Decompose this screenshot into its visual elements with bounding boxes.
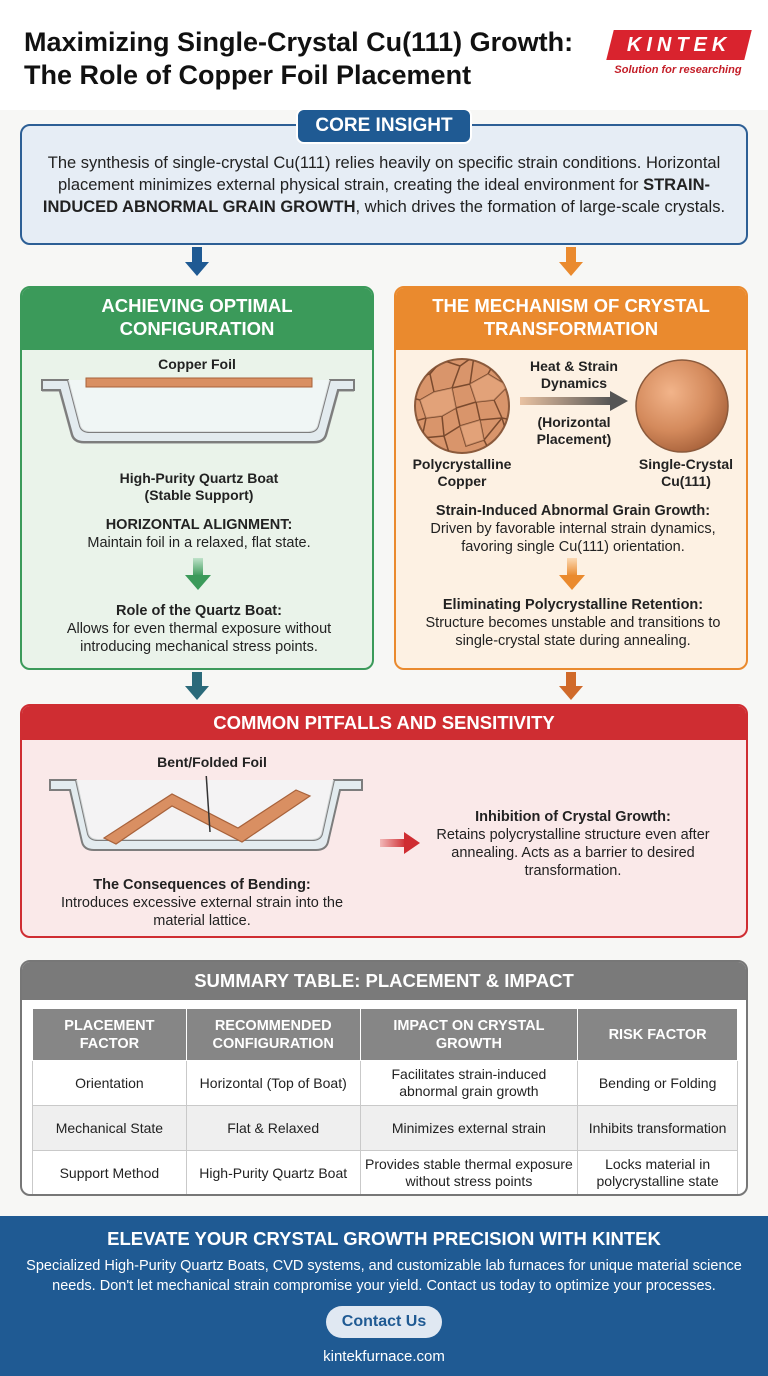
- table-row: Orientation Horizontal (Top of Boat) Fac…: [32, 1060, 738, 1106]
- consequences-of-bending-head: The Consequences of Bending:: [93, 877, 311, 893]
- abnormal-grain-growth-note: Strain-Induced Abnormal Grain Growth: Dr…: [410, 502, 736, 556]
- core-text-after: , which drives the formation of large-sc…: [355, 198, 726, 216]
- polycrystalline-copper-icon: [414, 358, 510, 454]
- col-header-risk-factor: RISK FACTOR: [577, 1008, 738, 1061]
- table-cell: Support Method: [32, 1150, 187, 1194]
- quartz-boat-label: High-Purity Quartz Boat (Stable Support): [84, 470, 314, 504]
- core-insight-text: The synthesis of single-crystal Cu(111) …: [40, 152, 728, 218]
- common-pitfalls-panel: COMMON PITFALLS AND SENSITIVITY Bent/Fol…: [20, 704, 748, 938]
- summary-table-panel: SUMMARY TABLE: PLACEMENT & IMPACT PLACEM…: [20, 960, 748, 1196]
- common-pitfalls-title: COMMON PITFALLS AND SENSITIVITY: [22, 706, 746, 740]
- polycrystalline-copper-label: Polycrystalline Copper: [412, 456, 512, 489]
- abnormal-grain-growth-head: Strain-Induced Abnormal Grain Growth:: [435, 503, 711, 519]
- folded-copper-foil: [102, 789, 312, 845]
- arrow-core-to-mechanism-shaft: [566, 247, 576, 263]
- horizontal-placement-label: (Horizontal Placement): [536, 414, 612, 447]
- bent-foil-label: Bent/Folded Foil: [157, 754, 267, 770]
- flat-foil-quartz-boat-icon: [41, 377, 355, 444]
- page-title: Maximizing Single-Crystal Cu(111) Growth…: [24, 26, 614, 92]
- quartz-boat-role-note: Role of the Quartz Boat: Allows for even…: [42, 602, 356, 656]
- arrow-core-to-config-shaft: [192, 247, 202, 263]
- logo-tagline: Solution for researching: [614, 64, 742, 76]
- consequences-of-bending-text: Introduces excessive external strain int…: [60, 895, 344, 929]
- table-cell: Horizontal (Top of Boat): [185, 1060, 361, 1106]
- eliminating-retention-head: Eliminating Polycrystalline Retention:: [442, 597, 704, 613]
- summary-table-title: SUMMARY TABLE: PLACEMENT & IMPACT: [22, 962, 746, 1000]
- quartz-boat-label-line-2: (Stable Support): [144, 487, 254, 503]
- footer-text: Specialized High-Purity Quartz Boats, CV…: [26, 1258, 742, 1294]
- horizontal-alignment-text: Maintain foil in a relaxed, flat state.: [87, 535, 311, 551]
- header: Maximizing Single-Crystal Cu(111) Growth…: [0, 0, 768, 110]
- eliminating-retention-note: Eliminating Polycrystalline Retention: S…: [410, 596, 736, 650]
- flow-arrows: [185, 247, 583, 700]
- consequences-of-bending-note: The Consequences of Bending: Introduces …: [42, 876, 362, 930]
- col-header-placement-factor: PLACEMENT FACTOR: [32, 1008, 187, 1061]
- contact-us-button[interactable]: Contact Us: [326, 1306, 442, 1338]
- arrow-mechanism-to-pitfalls-shaft: [566, 672, 576, 688]
- col-header-recommended-configuration: RECOMMENDED CONFIGURATION: [185, 1008, 361, 1061]
- crystal-mechanism-title: THE MECHANISM OF CRYSTAL TRANSFORMATION: [396, 288, 746, 350]
- heat-strain-label: Heat & Strain Dynamics: [530, 358, 618, 391]
- inhibition-of-growth-head: Inhibition of Crystal Growth:: [475, 809, 671, 825]
- footer-title: ELEVATE YOUR CRYSTAL GROWTH PRECISION WI…: [107, 1228, 661, 1249]
- table-row: Mechanical State Flat & Relaxed Minimize…: [32, 1105, 738, 1151]
- table-cell: Bending or Folding: [577, 1060, 738, 1106]
- table-cell: Inhibits transformation: [577, 1105, 738, 1151]
- arrow-mechanism-to-pitfalls-head: [559, 686, 583, 700]
- arrow-core-to-mechanism-head: [559, 262, 583, 276]
- table-cell: Provides stable thermal exposure without…: [359, 1150, 579, 1194]
- red-right-arrow-icon: [380, 832, 420, 854]
- copper-foil-label: Copper Foil: [158, 356, 236, 372]
- table-cell: High-Purity Quartz Boat: [185, 1150, 361, 1194]
- inhibition-of-growth-note: Inhibition of Crystal Growth: Retains po…: [428, 808, 718, 880]
- table-cell: Orientation: [32, 1060, 187, 1106]
- table-cell: Mechanical State: [32, 1105, 187, 1151]
- inhibition-of-growth-text: Retains polycrystalline structure even a…: [436, 827, 710, 879]
- single-crystal-label: Single-Crystal Cu(111): [638, 456, 734, 489]
- col-header-impact-on-growth: IMPACT ON CRYSTAL GROWTH: [359, 1008, 579, 1061]
- title-line-2: The Role of Copper Foil Placement: [24, 60, 472, 90]
- arrow-core-to-config-head: [185, 262, 209, 276]
- flat-copper-foil: [85, 377, 313, 388]
- table-cell: Facilitates strain-induced abnormal grai…: [359, 1060, 579, 1106]
- kintek-logo[interactable]: KINTEK Solution for researching: [606, 30, 752, 76]
- abnormal-grain-growth-text: Driven by favorable internal strain dyna…: [430, 521, 716, 555]
- core-text-before: The synthesis of single-crystal Cu(111) …: [47, 154, 721, 194]
- optimal-configuration-panel: ACHIEVING OPTIMAL CONFIGURATION Copper F…: [20, 286, 374, 670]
- table-row: Support Method High-Purity Quartz Boat P…: [32, 1150, 738, 1194]
- horizontal-alignment-note: HORIZONTAL ALIGNMENT: Maintain foil in a…: [42, 516, 356, 552]
- transformation-arrow-icon: [520, 391, 628, 411]
- quartz-boat-label-line-1: High-Purity Quartz Boat: [119, 470, 279, 486]
- quartz-boat-role-text: Allows for even thermal exposure without…: [66, 621, 332, 655]
- orange-down-arrow-icon: [559, 558, 585, 590]
- title-line-1: Maximizing Single-Crystal Cu(111) Growth…: [24, 27, 574, 57]
- optimal-configuration-title: ACHIEVING OPTIMAL CONFIGURATION: [22, 288, 372, 350]
- bent-foil-quartz-boat-icon: [49, 776, 363, 851]
- summary-table: PLACEMENT FACTOR RECOMMENDED CONFIGURATI…: [32, 1008, 738, 1194]
- arrow-config-to-pitfalls-shaft: [192, 672, 202, 688]
- table-cell: Locks material in polycrystalline state: [577, 1150, 738, 1194]
- core-insight-badge: CORE INSIGHT: [296, 108, 472, 144]
- footer-banner: ELEVATE YOUR CRYSTAL GROWTH PRECISION WI…: [0, 1216, 768, 1376]
- horizontal-alignment-head: HORIZONTAL ALIGNMENT:: [105, 517, 293, 533]
- website-link[interactable]: kintekfurnace.com: [323, 1348, 445, 1365]
- crystal-mechanism-panel: THE MECHANISM OF CRYSTAL TRANSFORMATION: [394, 286, 748, 670]
- eliminating-retention-text: Structure becomes unstable and transitio…: [425, 615, 721, 649]
- single-crystal-copper-icon: [635, 359, 729, 453]
- arrow-config-to-pitfalls-head: [185, 686, 209, 700]
- table-cell: Minimizes external strain: [359, 1105, 579, 1151]
- core-text-bold: STRAIN-INDUCED ABNORMAL GRAIN GROWTH: [42, 176, 711, 216]
- quartz-boat-role-head: Role of the Quartz Boat:: [116, 603, 282, 619]
- green-down-arrow-icon: [185, 558, 211, 590]
- summary-table-header-row: PLACEMENT FACTOR RECOMMENDED CONFIGURATI…: [32, 1008, 738, 1061]
- table-cell: Flat & Relaxed: [185, 1105, 361, 1151]
